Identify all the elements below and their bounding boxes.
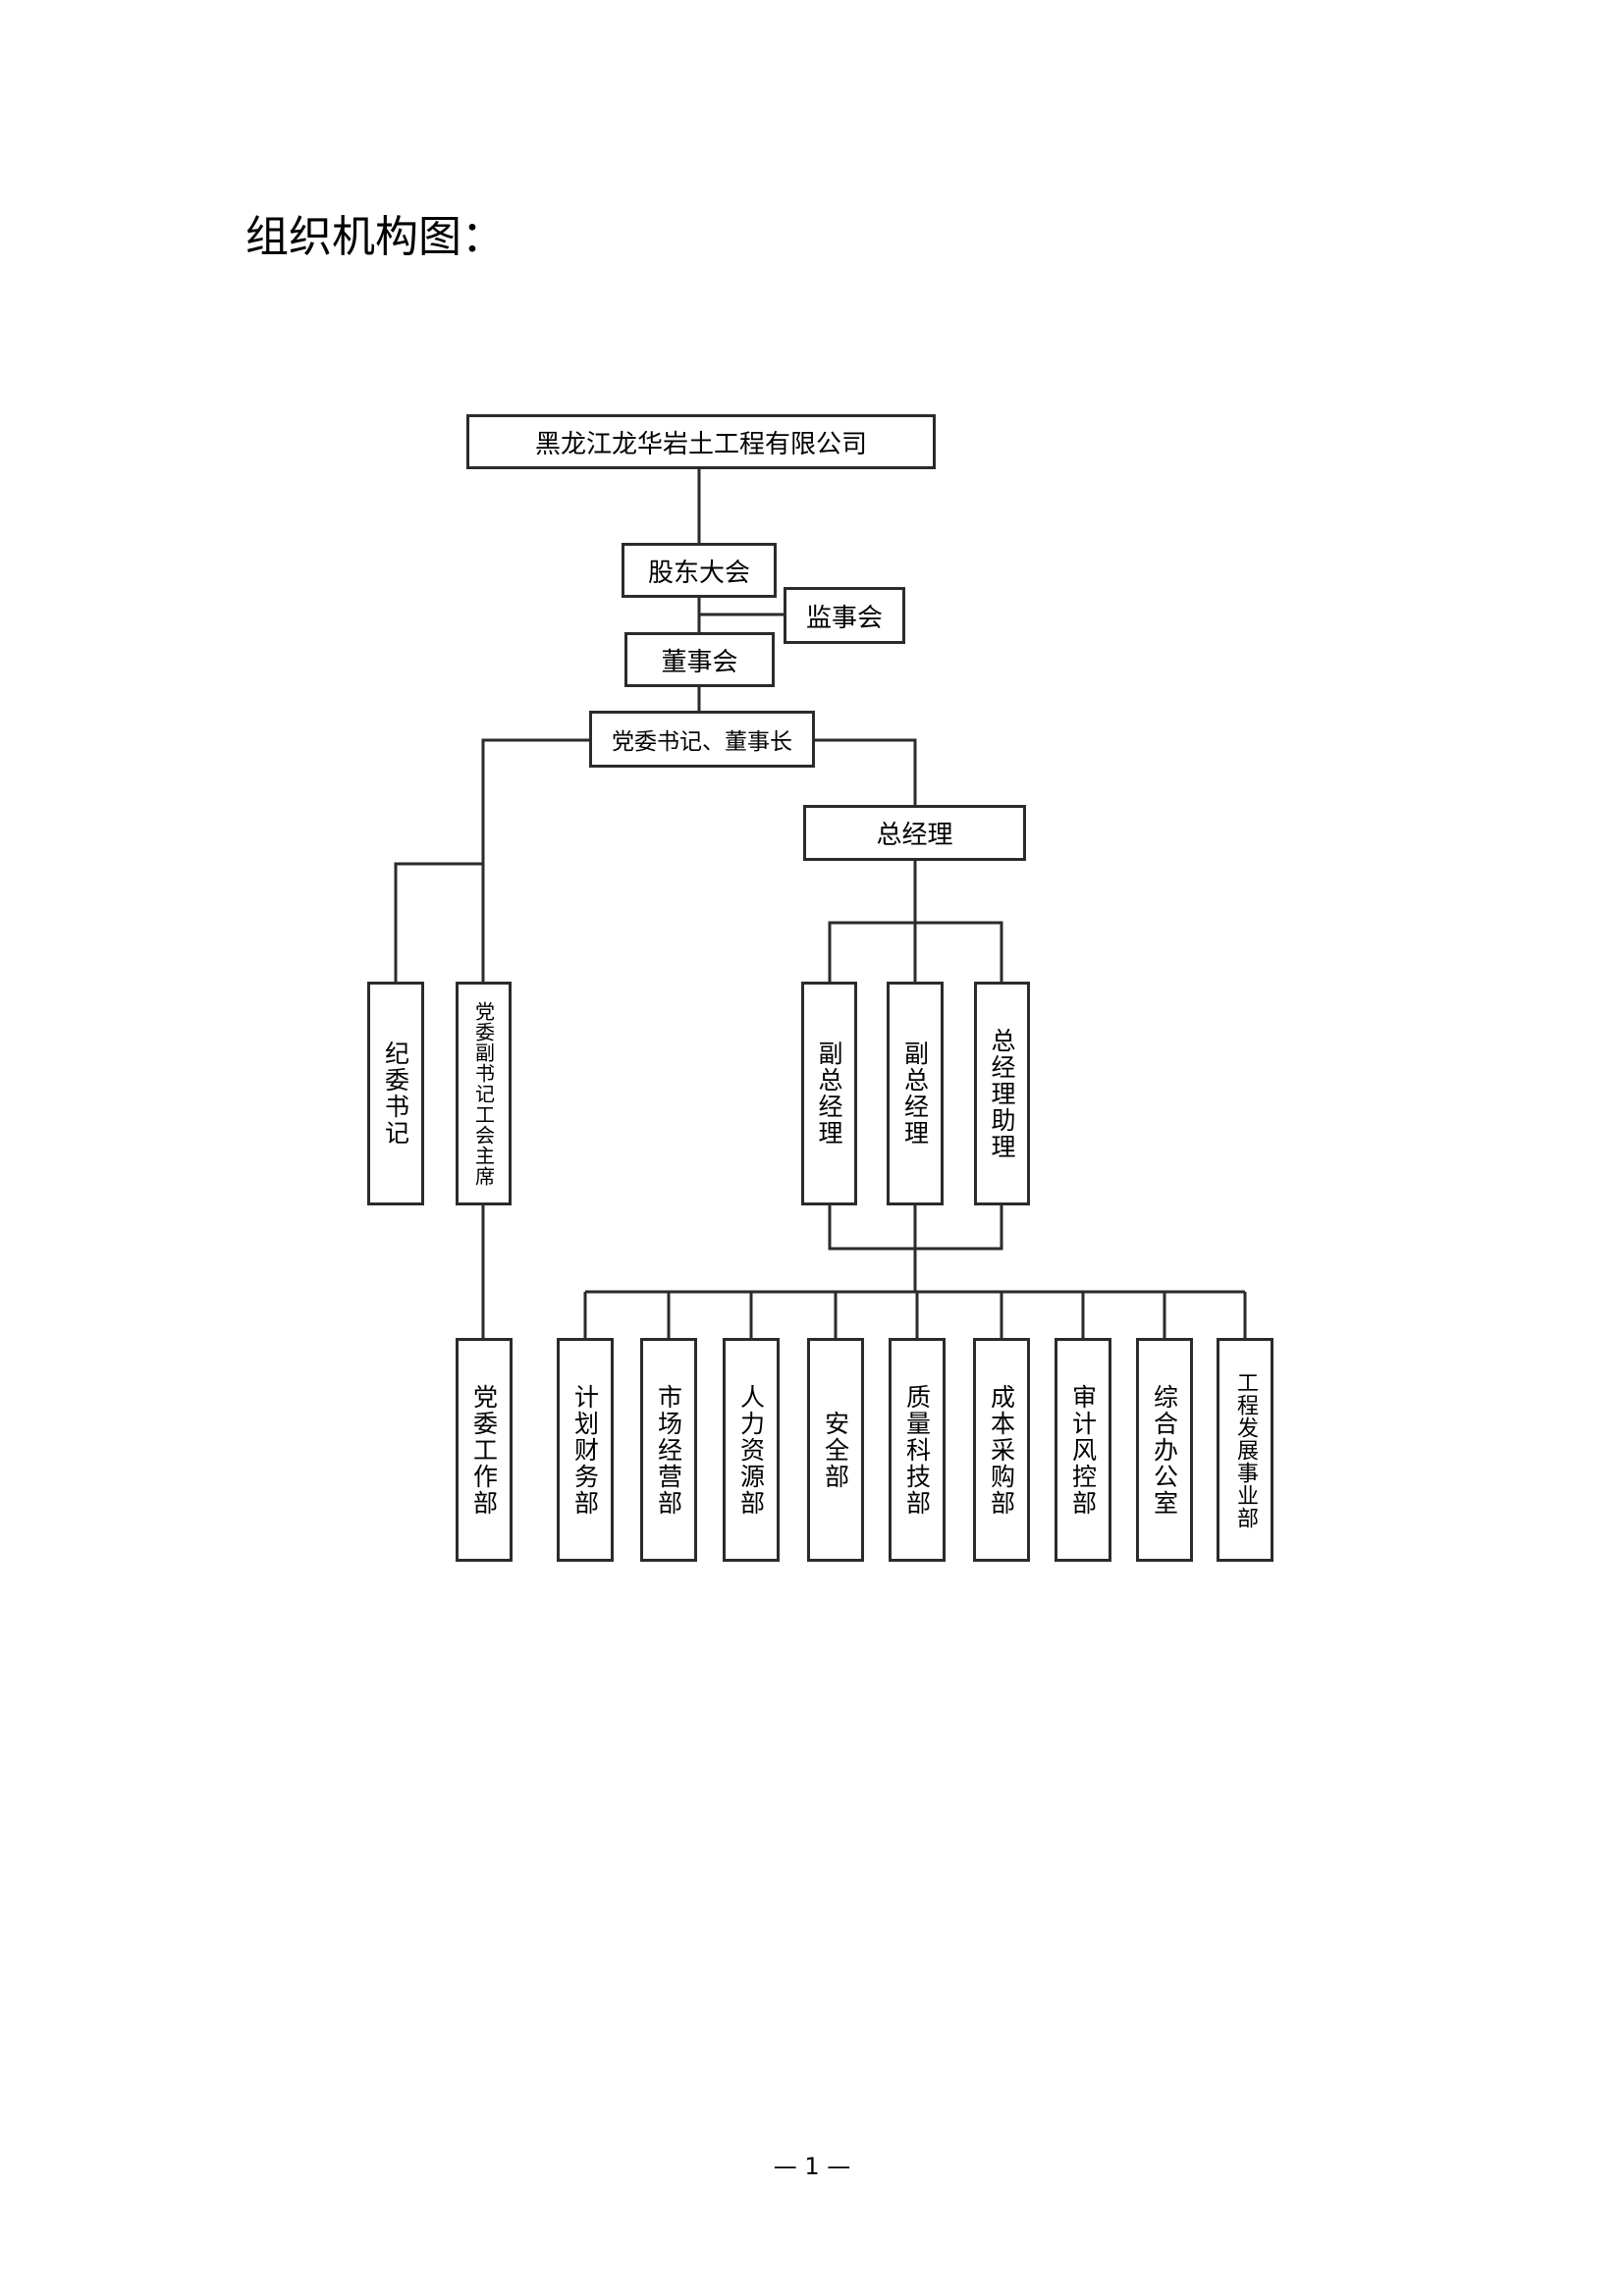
deputy-party-secretary-box: 党委副书记工会主席 xyxy=(456,982,512,1205)
page-number: — 1 — xyxy=(773,2153,851,2180)
general-manager-box: 总经理 xyxy=(803,805,1026,861)
page-title: 组织机构图： xyxy=(245,212,505,262)
deputy-general-manager-box-1: 副总经理 xyxy=(801,982,857,1205)
discipline-secretary-box: 纪委书记 xyxy=(367,982,424,1205)
party-committee-office-box: 党委工作部 xyxy=(456,1338,513,1562)
department-box: 综合办公室 xyxy=(1136,1338,1193,1562)
department-box: 计划财务部 xyxy=(557,1338,614,1562)
shareholders-meeting-box: 股东大会 xyxy=(622,543,777,598)
department-box: 市场经营部 xyxy=(640,1338,697,1562)
department-box: 审计风控部 xyxy=(1055,1338,1111,1562)
department-box: 成本采购部 xyxy=(973,1338,1030,1562)
supervisory-board-box: 监事会 xyxy=(784,587,905,644)
general-manager-assistant-box: 总经理助理 xyxy=(974,982,1030,1205)
department-box: 工程发展事业部 xyxy=(1217,1338,1273,1562)
department-box: 质量科技部 xyxy=(889,1338,946,1562)
party-secretary-chairman-box: 党委书记、董事长 xyxy=(589,711,815,768)
department-box: 安全部 xyxy=(807,1338,864,1562)
board-of-directors-box: 董事会 xyxy=(624,632,775,687)
company-box: 黑龙江龙华岩土工程有限公司 xyxy=(466,414,936,469)
department-box: 人力资源部 xyxy=(723,1338,780,1562)
deputy-general-manager-box-2: 副总经理 xyxy=(887,982,944,1205)
